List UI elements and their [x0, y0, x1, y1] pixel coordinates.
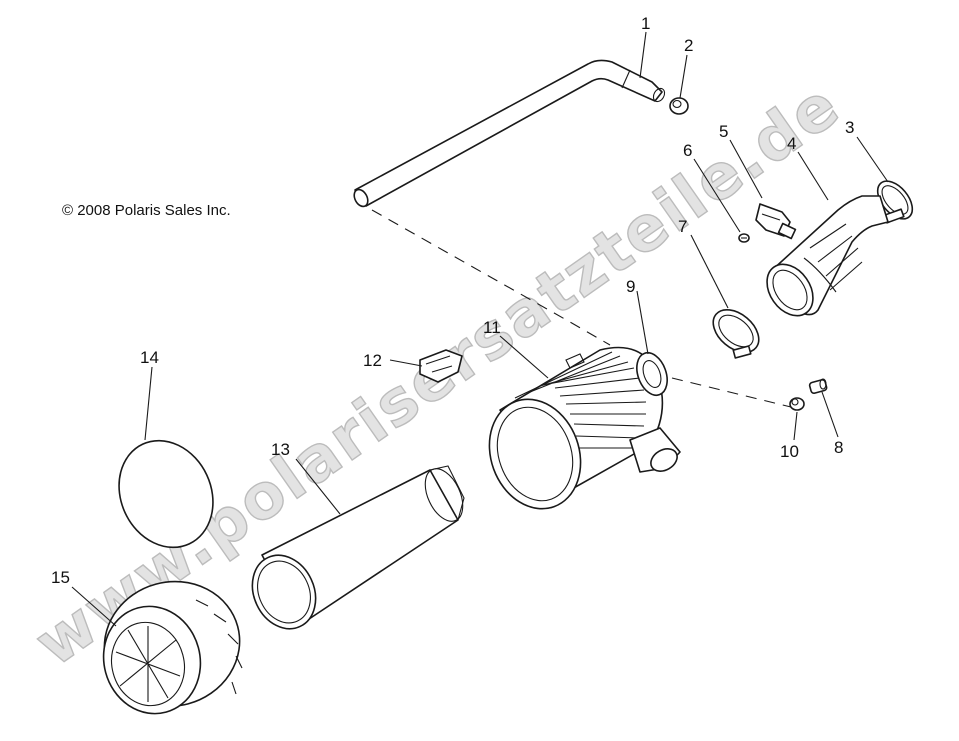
copyright-notice: © 2008 Polaris Sales Inc. [62, 202, 231, 219]
callout-13: 13 [271, 440, 290, 459]
part-14-gasket [118, 439, 214, 549]
part-11-airbox-housing [488, 346, 681, 510]
callout-4: 4 [787, 134, 796, 153]
callout-11: 11 [483, 318, 501, 337]
callout-1: 1 [641, 14, 650, 33]
part-7-clamp [712, 309, 760, 359]
callout-2: 2 [684, 36, 693, 55]
part-4-intake-duct [766, 195, 889, 317]
callout-7: 7 [678, 217, 687, 236]
part-15-end-cap [102, 580, 243, 715]
part-6-screw [738, 233, 750, 243]
part-9-outlet [636, 351, 668, 397]
callout-12: 12 [363, 351, 382, 370]
callout-3: 3 [845, 118, 854, 137]
callout-10: 10 [780, 442, 799, 461]
callout-8: 8 [834, 438, 843, 457]
part-2-plug [669, 97, 689, 115]
part-13-filter-element [251, 465, 465, 630]
callout-14: 14 [140, 348, 159, 367]
part-10-cap [789, 397, 805, 411]
part-12-latch [419, 349, 463, 383]
callout-15: 15 [51, 568, 70, 587]
callout-9: 9 [626, 277, 635, 296]
assembly-guide-line [671, 377, 796, 409]
callout-6: 6 [683, 141, 692, 160]
part-8-fitting [808, 378, 828, 394]
part-1-breather-tube [353, 59, 666, 208]
callout-5: 5 [719, 122, 728, 141]
part-5-sensor [755, 203, 797, 240]
leader-lines [71, 31, 889, 627]
